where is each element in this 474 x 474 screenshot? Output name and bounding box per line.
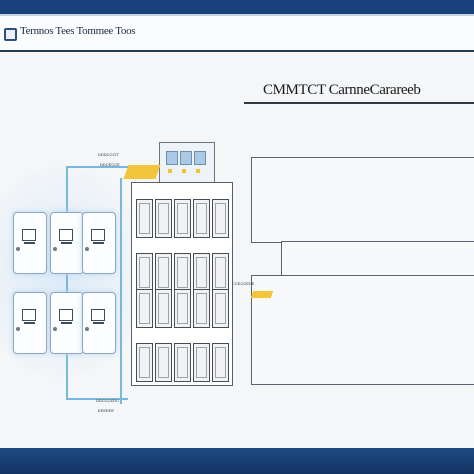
status-light xyxy=(182,169,186,173)
rack-header-unit[interactable] xyxy=(159,142,215,184)
status-light xyxy=(196,169,200,173)
panel-bottom[interactable] xyxy=(251,275,474,385)
label-bottom-1: DDCCCEDC xyxy=(96,398,119,403)
device-4[interactable] xyxy=(13,292,47,354)
panel-middle-right[interactable] xyxy=(281,241,474,277)
panel-top[interactable] xyxy=(251,157,474,243)
rack-slot[interactable] xyxy=(136,343,153,382)
device-2[interactable] xyxy=(50,212,84,274)
monitor-icon xyxy=(85,229,105,251)
connector-bottom xyxy=(66,398,128,400)
rack-slot[interactable] xyxy=(193,199,210,238)
rack-slot[interactable] xyxy=(212,199,229,238)
label-top-1: DDDCCCIT xyxy=(98,152,119,157)
rack-slot[interactable] xyxy=(193,343,210,382)
taskbar xyxy=(0,448,474,474)
title-underline xyxy=(244,102,474,104)
rack-slot[interactable] xyxy=(136,289,153,328)
title-bar: Ternnos Tees Tommee Toos xyxy=(0,16,474,52)
monitor-icon xyxy=(16,309,36,331)
rack-slot[interactable] xyxy=(212,253,229,292)
monitor-icon xyxy=(53,309,73,331)
rack-slot[interactable] xyxy=(174,289,191,328)
app-title: Ternnos Tees Tommee Toos xyxy=(20,25,136,37)
app-window: Ternnos Tees Tommee Toos CMMTCT CarnneCa… xyxy=(0,14,474,450)
yellow-tab-middle xyxy=(250,291,274,298)
connector-top xyxy=(66,166,128,168)
yellow-tab-top xyxy=(123,165,161,179)
device-6[interactable] xyxy=(82,292,116,354)
monitor-icon xyxy=(16,229,36,251)
rack-slot[interactable] xyxy=(136,253,153,292)
rack-slot[interactable] xyxy=(174,253,191,292)
rack-slot[interactable] xyxy=(136,199,153,238)
rack-window xyxy=(180,151,192,165)
status-light xyxy=(168,169,172,173)
rack-slot[interactable] xyxy=(193,253,210,292)
monitor-icon xyxy=(85,309,105,331)
window-frame-top xyxy=(0,0,474,14)
diagram-title: CMMTCT CarnneCarareeb xyxy=(263,82,421,98)
rack-slot[interactable] xyxy=(212,343,229,382)
rack-slot[interactable] xyxy=(155,199,172,238)
rack-slot[interactable] xyxy=(155,343,172,382)
monitor-icon xyxy=(53,229,73,251)
rack-window xyxy=(166,151,178,165)
label-top-2: DDCECCE xyxy=(100,162,120,167)
rack-slot[interactable] xyxy=(193,289,210,328)
label-middle-right: CCECCEDE xyxy=(232,281,255,286)
device-5[interactable] xyxy=(50,292,84,354)
rack-slot[interactable] xyxy=(155,253,172,292)
diagram-canvas[interactable]: CMMTCT CarnneCarareeb DDDCCCIT DDCECCE C… xyxy=(0,52,474,450)
app-icon[interactable] xyxy=(4,28,17,41)
connector-rack xyxy=(120,178,122,404)
server-rack[interactable] xyxy=(131,182,233,386)
device-1[interactable] xyxy=(13,212,47,274)
connector-trunk xyxy=(66,166,68,400)
rack-slot[interactable] xyxy=(212,289,229,328)
rack-window xyxy=(194,151,206,165)
label-bottom-2: EEEEEE xyxy=(98,408,115,413)
rack-slot[interactable] xyxy=(174,343,191,382)
rack-slot[interactable] xyxy=(174,199,191,238)
rack-slot[interactable] xyxy=(155,289,172,328)
device-3[interactable] xyxy=(82,212,116,274)
